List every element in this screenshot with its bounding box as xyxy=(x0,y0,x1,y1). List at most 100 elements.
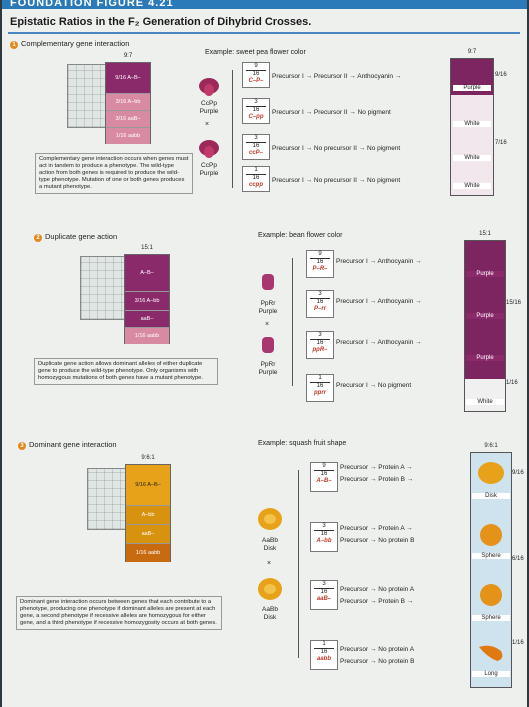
squash-long-icon xyxy=(479,645,503,661)
section-2-example: Example: bean flower color xyxy=(258,232,343,239)
section-1-pathway-3: Precursor I → No precursor II → No pigme… xyxy=(272,145,401,152)
panel-row: 3/16 A–bb xyxy=(106,94,150,111)
result-label: Purple xyxy=(466,313,504,319)
tree-connector xyxy=(298,470,299,658)
tree-connector xyxy=(292,258,293,386)
section-3-pathway-2-line-2: Precursor → No protein B xyxy=(340,537,415,544)
squash-disk-icon xyxy=(258,508,282,530)
section-3-pathway-1-line-2: Precursor → Protein B → xyxy=(340,476,414,483)
panel-row: A–B– xyxy=(125,255,169,292)
section-3-results-column: 9:6:1 Disk Sphere Sphere Long xyxy=(470,443,512,688)
tree-connector xyxy=(232,70,233,188)
section-1-panel-ratio: 9:7 xyxy=(123,53,133,59)
section-2-pathway-4: Precursor I → No pigment xyxy=(336,382,412,389)
result-label: Purple xyxy=(466,271,504,277)
result-label: White xyxy=(453,155,491,161)
section-1-ratio-panel: 9:7 9/16 A–B– 3/16 A–bb 3/16 aaB– 1/16 a… xyxy=(105,53,151,144)
section-1-pathway-4: Precursor I → No precursor II → No pigme… xyxy=(272,177,401,184)
figure-header-bar: FOUNDATION FIGURE 4.21 xyxy=(2,0,527,9)
panel-row: 1/16 aabb xyxy=(126,544,170,562)
panel-row: 9/16 A–B– xyxy=(106,63,150,94)
side-ratio: 1/16 xyxy=(506,380,518,386)
squash-sphere-icon xyxy=(480,584,502,606)
side-ratio: 9/16 xyxy=(495,72,507,78)
panel-row: A–bb xyxy=(126,506,170,525)
section-3-pathway-2-line-1: Precursor → Protein A → xyxy=(340,525,413,532)
side-ratio: 6/16 xyxy=(512,556,524,562)
section-1-pathway-2: Precursor I → Precursor II → No pigment xyxy=(272,109,391,116)
result-label: Purple xyxy=(453,85,491,91)
section-3-pathway-3-line-1: Precursor → No protein A xyxy=(340,586,415,593)
result-label: Long xyxy=(472,671,510,677)
cross-symbol: × xyxy=(267,560,272,567)
panel-row: 1/16 aabb xyxy=(125,328,169,344)
figure-label: FOUNDATION FIGURE 4.21 xyxy=(10,0,174,9)
panel-row: 3/16 A–bb xyxy=(125,292,169,311)
result-label: Disk xyxy=(472,493,510,499)
cross-symbol: × xyxy=(205,121,210,128)
section-2-pathway-2: Precursor I → Anthocyanin → xyxy=(336,298,422,305)
section-1-example: Example: sweet pea flower color xyxy=(205,49,306,56)
section-2-pathway-3: Precursor I → Anthocyanin → xyxy=(336,339,422,346)
section-3-pathway-1-line-1: Precursor → Protein A → xyxy=(340,464,413,471)
panel-row: aaB– xyxy=(126,525,170,544)
section-2-results-column: 15:1 Purple Purple Purple White xyxy=(464,231,506,412)
section-1-punnett-square xyxy=(67,64,107,128)
section-3-ratio-panel: 9:6:1 9/16 A–B– A–bb aaB– 1/16 aabb xyxy=(125,455,171,562)
section-1-pathway-1: Precursor I → Precursor II → Anthocyanin… xyxy=(272,73,402,80)
panel-row: 9/16 A–B– xyxy=(126,465,170,506)
section-3-pathway-3-line-2: Precursor → Protein B → xyxy=(340,598,414,605)
side-ratio: 15/16 xyxy=(506,300,522,306)
result-label: White xyxy=(453,183,491,189)
result-label: Sphere xyxy=(472,553,510,559)
side-ratio: 7/16 xyxy=(495,140,507,146)
purple-flower-icon xyxy=(262,337,274,353)
section-1-results-column: 9:7 Purple White White White xyxy=(450,49,494,196)
cross-symbol: × xyxy=(265,321,270,328)
panel-row: aaB– xyxy=(125,311,169,328)
title-divider xyxy=(8,32,520,34)
section-3-punnett-square xyxy=(87,468,127,530)
squash-disk-icon xyxy=(478,462,504,484)
side-ratio: 9/16 xyxy=(512,470,524,476)
section-1-description: Complementary gene interaction occurs wh… xyxy=(35,153,193,194)
section-2-description: Duplicate gene action allows dominant al… xyxy=(34,358,218,385)
result-label: White xyxy=(466,399,504,405)
result-label: Sphere xyxy=(472,615,510,621)
section-3-pathway-4-line-1: Precursor → No protein A xyxy=(340,646,415,653)
panel-row: 3/16 aaB– xyxy=(106,111,150,128)
result-label: White xyxy=(453,121,491,127)
side-ratio: 1/16 xyxy=(512,640,524,646)
squash-disk-icon xyxy=(258,578,282,600)
panel-row: 1/16 aabb xyxy=(106,128,150,144)
purple-flower-icon xyxy=(262,274,274,290)
result-label: Purple xyxy=(466,355,504,361)
section-3-description: Dominant gene interaction occurs between… xyxy=(16,596,222,630)
section-3-example: Example: squash fruit shape xyxy=(258,440,347,447)
page-title: Epistatic Ratios in the F₂ Generation of… xyxy=(10,16,312,28)
section-3-pathway-4-line-2: Precursor → No protein B xyxy=(340,658,415,665)
section-2-pathway-1: Precursor I → Anthocyanin → xyxy=(336,258,422,265)
purple-flower-icon xyxy=(199,78,219,96)
